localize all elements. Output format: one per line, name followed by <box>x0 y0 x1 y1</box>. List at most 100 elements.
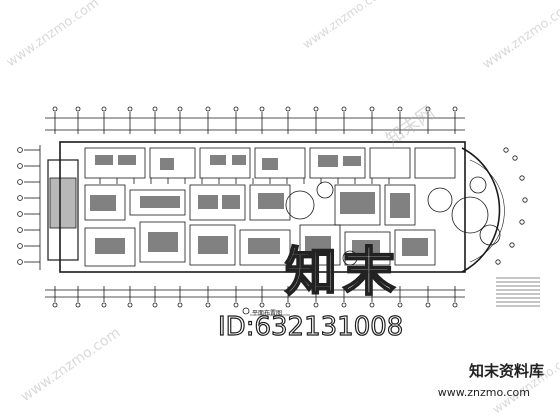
furniture-block <box>198 195 218 209</box>
axis-bubble-bottom <box>152 302 158 308</box>
round-table <box>285 190 315 220</box>
title-bubble <box>242 307 250 315</box>
room-partition <box>139 221 186 263</box>
furniture-block <box>118 155 136 165</box>
axis-bubble-bottom <box>369 302 375 308</box>
furniture-block <box>318 155 338 167</box>
footer-url: www.znzmo.com <box>437 386 530 399</box>
round-table <box>342 250 358 266</box>
axis-bubble-top <box>75 106 81 112</box>
axis-bubble-left <box>17 195 23 201</box>
furniture-block <box>210 155 226 165</box>
furniture-block <box>160 158 174 170</box>
room-partition <box>189 224 236 266</box>
axis-bubble-left <box>17 227 23 233</box>
furniture-block <box>95 155 113 165</box>
watermark-logo: 知末 <box>284 242 402 304</box>
callout-bubble <box>519 175 525 181</box>
room-partition <box>239 229 291 266</box>
room-partition <box>344 231 391 266</box>
callout-bubble <box>519 219 525 225</box>
axis-bubble-top <box>127 106 133 112</box>
rotunda-inner <box>469 159 505 263</box>
axis-bubble-bottom <box>259 302 265 308</box>
axis-bubble-bottom <box>52 302 58 308</box>
callout-bubble <box>503 147 509 153</box>
furniture-block <box>148 232 178 252</box>
room-partition <box>299 224 341 266</box>
callout-bubble <box>509 242 515 248</box>
axis-bubble-top <box>313 106 319 112</box>
watermark-id: ID:632131008 <box>217 311 404 342</box>
axis-bubble-left <box>17 259 23 265</box>
axis-bubble-bottom <box>233 302 239 308</box>
furniture-block <box>305 236 331 256</box>
axis-bubble-top <box>152 106 158 112</box>
room-partition <box>149 147 196 179</box>
building-outline <box>59 141 466 273</box>
axis-bubble-bottom <box>452 302 458 308</box>
axis-bubble-bottom <box>177 302 183 308</box>
round-table <box>451 196 489 234</box>
rotunda-outline <box>461 147 501 273</box>
axis-bubble-top <box>205 106 211 112</box>
furniture-block <box>95 238 125 254</box>
room-partition <box>84 227 136 267</box>
room-partition <box>189 184 246 221</box>
room-partition <box>394 229 436 266</box>
axis-bubble-bottom <box>285 302 291 308</box>
drawing-title: 平面布置图 <box>252 310 283 317</box>
room-partition <box>84 184 126 221</box>
axis-bubble-top <box>101 106 107 112</box>
furniture-block <box>90 195 116 211</box>
axis-bubble-bottom <box>205 302 211 308</box>
room-partition <box>309 147 366 179</box>
furniture-block <box>352 240 380 256</box>
room-partition <box>199 147 251 179</box>
axis-bubble-top <box>177 106 183 112</box>
axis-bubble-left <box>17 163 23 169</box>
round-table <box>479 224 501 246</box>
axis-bubble-bottom <box>397 302 403 308</box>
callout-bubble <box>512 155 518 161</box>
room-partition <box>369 147 411 179</box>
round-table <box>427 187 453 213</box>
footer-brand-logo: 知末资料库 <box>468 362 544 380</box>
furniture-block <box>390 193 410 218</box>
furniture-block <box>262 158 278 170</box>
axis-bubble-top <box>285 106 291 112</box>
axis-bubble-top <box>259 106 265 112</box>
room-partition <box>384 184 416 226</box>
axis-bubble-top <box>397 106 403 112</box>
furniture-block <box>222 195 240 209</box>
room-partition <box>84 147 146 179</box>
furniture-block <box>402 238 428 256</box>
callout-bubble <box>495 259 501 265</box>
axis-bubble-left <box>17 179 23 185</box>
furniture-block <box>198 236 228 254</box>
axis-bubble-left <box>17 147 23 153</box>
axis-bubble-bottom <box>341 302 347 308</box>
room-partition <box>254 147 306 179</box>
axis-bubble-top <box>233 106 239 112</box>
round-table <box>316 181 334 199</box>
plan-linework <box>17 106 540 316</box>
furniture-block <box>248 238 280 254</box>
room-partition <box>334 184 381 226</box>
callout-bubble <box>522 197 528 203</box>
furniture-block <box>140 196 180 208</box>
room-partition <box>129 189 186 216</box>
axis-bubble-top <box>452 106 458 112</box>
round-table <box>469 176 487 194</box>
axis-bubble-bottom <box>101 302 107 308</box>
axis-bubble-left <box>17 243 23 249</box>
axis-bubble-left <box>17 211 23 217</box>
axis-bubble-bottom <box>425 302 431 308</box>
axis-bubble-bottom <box>75 302 81 308</box>
furniture-block <box>258 193 284 209</box>
furniture-block <box>343 156 361 166</box>
axis-bubble-top <box>425 106 431 112</box>
room-partition <box>414 147 456 179</box>
furniture-block <box>232 155 246 165</box>
